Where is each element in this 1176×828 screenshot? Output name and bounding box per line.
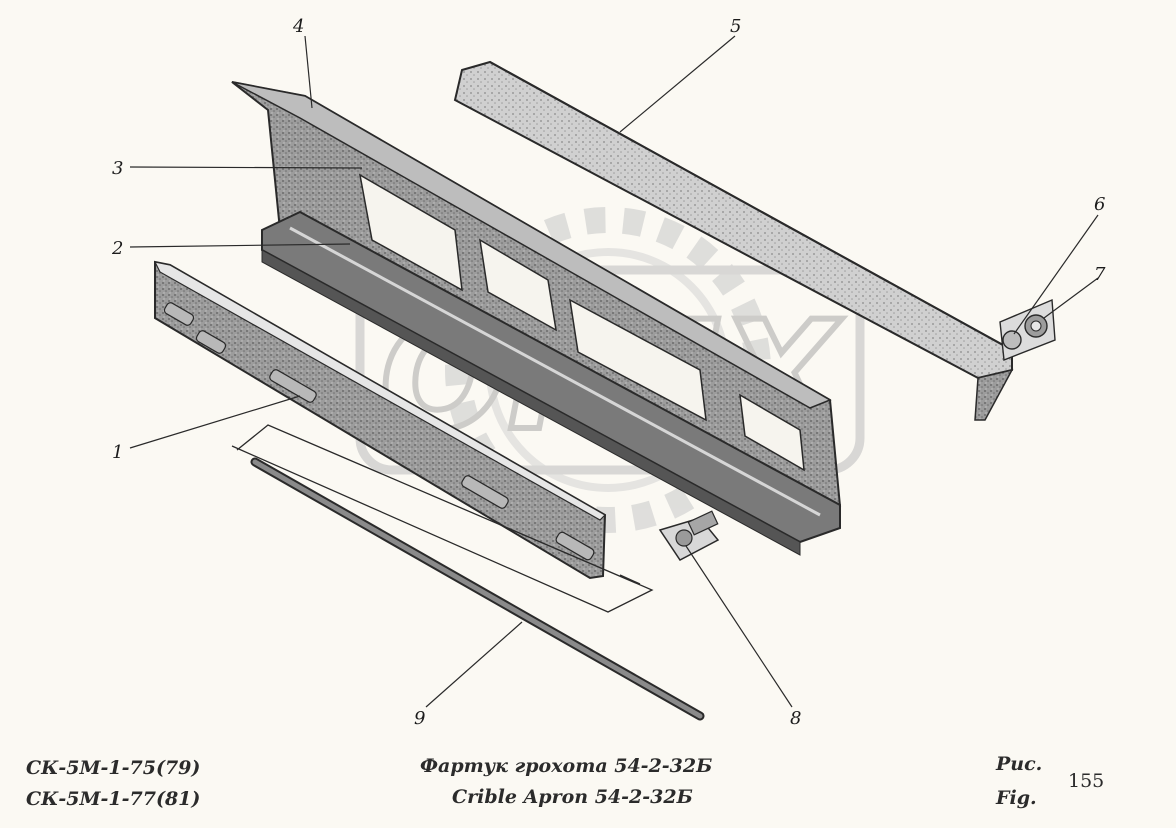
callout-9: 9 xyxy=(414,708,425,729)
fig-number: 155 xyxy=(1068,770,1105,792)
callout-2: 2 xyxy=(111,238,123,259)
part-8-bolt xyxy=(658,510,720,561)
part-6-7-washer-nut xyxy=(999,298,1056,361)
callout-5: 5 xyxy=(730,16,741,37)
part-4-frame xyxy=(231,81,842,514)
leader-lines xyxy=(129,35,1099,708)
callout-4: 4 xyxy=(292,16,304,37)
part-2-channel xyxy=(261,210,841,556)
callout-1: 1 xyxy=(112,442,123,463)
fig-label-ru: Рис. xyxy=(996,753,1043,775)
model-code-2: СК-5М-1-77(81) xyxy=(26,788,201,810)
fig-label-en: Fig. xyxy=(996,787,1037,809)
part-1-side-plate xyxy=(153,260,607,580)
callout-8: 8 xyxy=(790,708,801,729)
part-5-angle-bar xyxy=(453,60,1014,421)
callout-3: 3 xyxy=(112,158,123,179)
assembly-bracket-line xyxy=(231,424,654,613)
figure-title-fr: Crible Apron 54-2-32Б xyxy=(452,786,693,808)
part-9-rod xyxy=(250,457,705,721)
callout-6: 6 xyxy=(1094,194,1105,215)
model-code-1: СК-5М-1-75(79) xyxy=(26,757,201,779)
callout-7: 7 xyxy=(1094,264,1106,285)
figure-title-ru: Фартук грохота 54-2-32Б xyxy=(420,755,713,777)
